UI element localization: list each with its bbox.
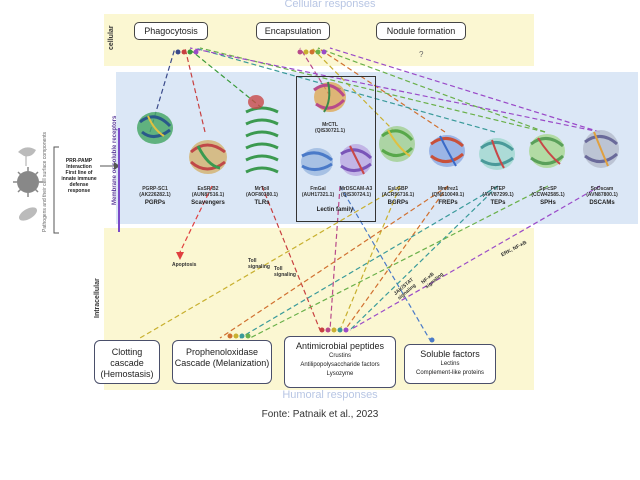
encapsulation-box: Encapsulation bbox=[256, 22, 330, 40]
soluble-factors-box: Soluble factors Lectins Complement-like … bbox=[404, 344, 496, 384]
question-mark: ? bbox=[419, 50, 424, 59]
protein-label-tep: PtTEP(AVV87299.1) bbox=[482, 186, 514, 198]
bracket-left bbox=[53, 146, 59, 234]
prophenoloxidase-cascade-box: Prophenoloxidase Cascade (Melanization) bbox=[172, 340, 272, 384]
family-label-scavengers: Scavengers bbox=[191, 200, 225, 206]
protein-structure-dscam-a3 bbox=[340, 144, 373, 176]
nodule-formation-box: Nodule formation bbox=[376, 22, 466, 40]
family-label-lectin: Lectin family bbox=[316, 207, 354, 213]
family-label-pgrps: PGRPs bbox=[144, 200, 166, 206]
first-line-label: First line of innate immune defense resp… bbox=[61, 170, 97, 194]
cellular-responses-header: Cellular responses bbox=[284, 0, 376, 10]
protein-structure-pgrp bbox=[137, 112, 173, 144]
family-label-freps: FREPs bbox=[438, 200, 458, 206]
family-label-teps: TEPs bbox=[490, 200, 506, 206]
protein-structure-lgbp bbox=[379, 126, 415, 162]
protein-structure-galectin bbox=[301, 148, 333, 176]
protein-label-dscam-a3: MrDSCAM-A3(QIS30724.1) bbox=[339, 186, 373, 198]
protein-label-galectin: FmGal(AUH17321.1) bbox=[301, 186, 335, 198]
protein-label-scavenger: EsSR-B2(AUN87516.1) bbox=[191, 186, 225, 198]
protein-label-pgrp: PGRP-SC1(AK226282.1) bbox=[139, 186, 171, 198]
source-caption: Fonte: Patnaik et al., 2023 bbox=[261, 409, 379, 420]
protein-structure-tep bbox=[479, 138, 515, 170]
pathogen-illustration bbox=[13, 147, 43, 221]
signal-label-apoptosis: Apoptosis bbox=[172, 262, 197, 268]
antimicrobial-peptides-box: Antimicrobial peptides Crustins Antilipo… bbox=[284, 336, 396, 388]
protein-structure-ctl bbox=[313, 81, 346, 113]
family-label-sphs: SPHs bbox=[540, 200, 556, 206]
family-label-dscams: DSCAMs bbox=[589, 200, 615, 206]
prr-pamp-label: PRR-PAMP Interaction bbox=[65, 158, 93, 170]
protein-label-lgbp: EsLGBP(ACR56716.1) bbox=[381, 186, 415, 198]
virus-icon bbox=[17, 171, 39, 193]
lectin-family-frame bbox=[296, 76, 376, 222]
protein-label-sph: Sp-cSP(CCW42585.1) bbox=[531, 186, 565, 198]
protein-label-ctl: MrCTL(QIS30721.1) bbox=[314, 122, 346, 134]
bacterium-icon bbox=[18, 207, 38, 221]
protein-structure-scavenger bbox=[189, 140, 227, 174]
protein-label-frep: Mmfrez1(QNS10049.1) bbox=[431, 186, 465, 198]
protein-structure-sph bbox=[529, 134, 565, 168]
signal-label-toll-2: Toll signaling bbox=[274, 266, 296, 278]
phagocytosis-box: Phagocytosis bbox=[134, 22, 208, 40]
protein-structure-frep bbox=[429, 135, 465, 167]
family-label-bgrps: BGRPs bbox=[387, 200, 409, 206]
protein-structure-dscam bbox=[583, 130, 619, 168]
humoral-responses-header: Humoral responses bbox=[282, 389, 378, 401]
protein-label-dscam: SpDscam(AVN87800.1) bbox=[586, 186, 618, 198]
family-label-tlrs: TLRs bbox=[254, 200, 270, 206]
signal-label-toll-1: Toll signaling bbox=[248, 258, 270, 270]
protein-label-toll: MrToll(AOF80380.1) bbox=[246, 186, 278, 198]
protein-structure-toll bbox=[245, 95, 279, 174]
clotting-cascade-box: Clotting cascade (Hemostasis) bbox=[94, 340, 160, 384]
arrow-to-receptors bbox=[100, 162, 120, 170]
receptor-bracket bbox=[118, 128, 120, 232]
fungus-icon bbox=[18, 147, 36, 157]
